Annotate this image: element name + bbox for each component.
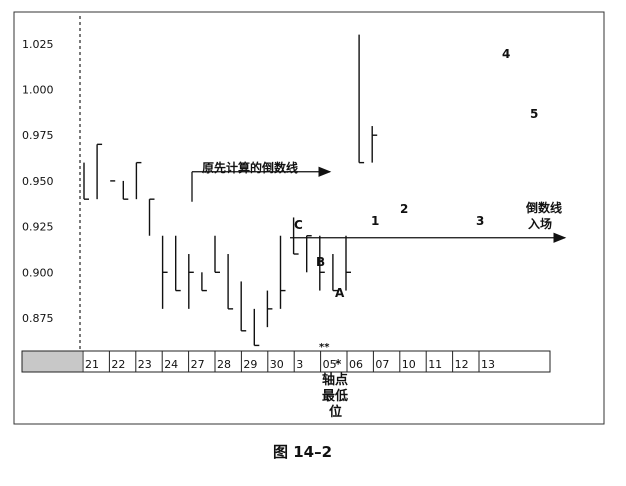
y-tick-label: 0.900 [22,266,54,279]
date-label: 05 [323,358,337,371]
pivot-label-3: 位 [329,404,342,420]
date-label: 30 [270,358,284,371]
chart-frame [13,11,605,425]
point-label-4: 4 [502,47,510,61]
price-bars [83,34,378,347]
y-tick-label: 0.975 [22,129,54,142]
date-label: 06 [349,358,363,371]
date-label: 23 [138,358,152,371]
reference-lines [191,166,567,243]
point-label-2: 2 [400,202,408,216]
point-label-c: C [294,218,303,232]
date-label: 28 [217,358,231,371]
date-labels: 21 22 23 24 27 28 29 30 3 05 06 07 10 11 12 13 [82,351,495,372]
date-label: 27 [191,358,205,371]
date-label: 22 [111,358,125,371]
point-label-b: B [316,255,325,269]
pivot-label-2: 最低 [322,388,348,404]
y-tick-labels: 0.875 0.900 0.925 0.950 0.975 1.000 1.025 [22,38,54,325]
y-tick-label: 1.025 [22,38,54,51]
star-mark: * [335,357,342,371]
date-label: 12 [455,358,469,371]
y-tick-label: 0.950 [22,175,54,188]
double-star-mark: ** [319,342,330,353]
orig-line-label: 原先计算的倒数线 [202,160,298,175]
y-tick-label: 1.000 [22,84,54,97]
date-label: 29 [243,358,257,371]
date-label: 21 [85,358,99,371]
point-label-a: A [335,286,345,300]
point-label-5: 5 [530,107,538,121]
figure-caption: 图 14–2 [273,443,332,461]
date-label: 3 [296,358,303,371]
date-row-shade [22,351,82,372]
entry-label-1: 倒数线 [525,200,562,215]
point-label-1: 1 [371,214,379,228]
y-tick-label: 0.875 [22,312,54,325]
y-tick-label: 0.925 [22,221,54,234]
date-row-box [21,350,551,373]
date-label: 10 [402,358,416,371]
entry-label-2: 入场 [528,217,552,231]
date-label: 07 [375,358,389,371]
point-label-3: 3 [476,214,484,228]
date-label: 11 [428,358,442,371]
pivot-label-1: 轴点 [322,372,348,388]
date-label: 13 [481,358,495,371]
date-label: 24 [164,358,178,371]
